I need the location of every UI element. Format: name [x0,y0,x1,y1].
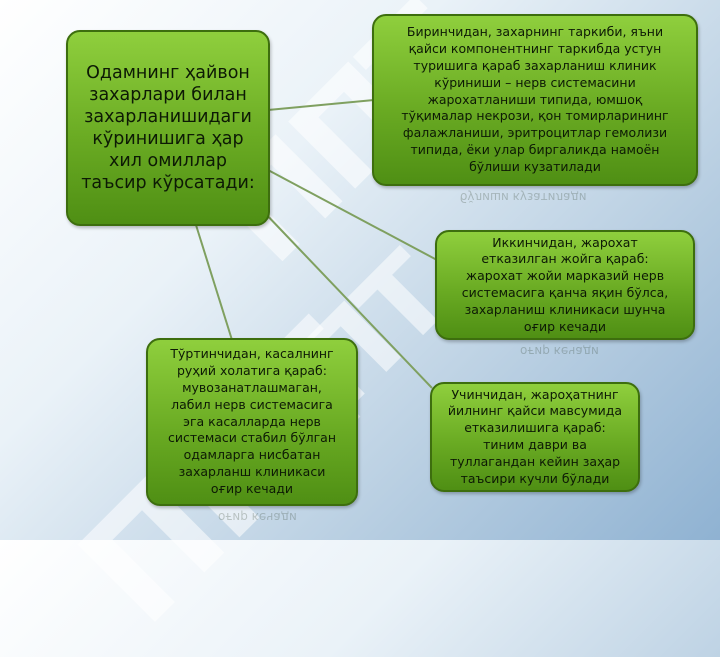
box-second-reflection: оғир кечади [520,344,599,358]
connector-main-to-first [267,99,375,111]
connector-main-to-second [267,169,438,261]
connector-main-to-third [261,209,433,389]
main-box-text: Одамнинг ҳайвон захарлари билан захарлан… [81,63,255,193]
main-box: Одамнинг ҳайвон захарлари билан захарлан… [66,30,270,226]
box-fourth-reflection: оғир кечади [218,510,297,524]
box-first-reflection: бўлиши кузатилади [460,190,587,204]
box-fourth-text: Тўртинчидан, касалнинг руҳий холатига қа… [167,346,336,496]
box-second-text: Иккинчидан, жарохат етказилган жойга қар… [461,234,669,334]
box-second: Иккинчидан, жарохат етказилган жойга қар… [435,230,695,340]
connector-main-to-fourth [195,224,233,341]
connector-lines [195,99,438,389]
box-third: Учинчидан, жароҳатнинг йилнинг қайси мав… [430,382,640,492]
box-first-text: Биринчидан, захарнинг таркиби, яъни қайс… [401,24,669,174]
box-third-text: Учинчидан, жароҳатнинг йилнинг қайси мав… [447,386,623,486]
box-fourth: Тўртинчидан, касалнинг руҳий холатига қа… [146,338,358,506]
box-first: Биринчидан, захарнинг таркиби, яъни қайс… [372,14,698,186]
